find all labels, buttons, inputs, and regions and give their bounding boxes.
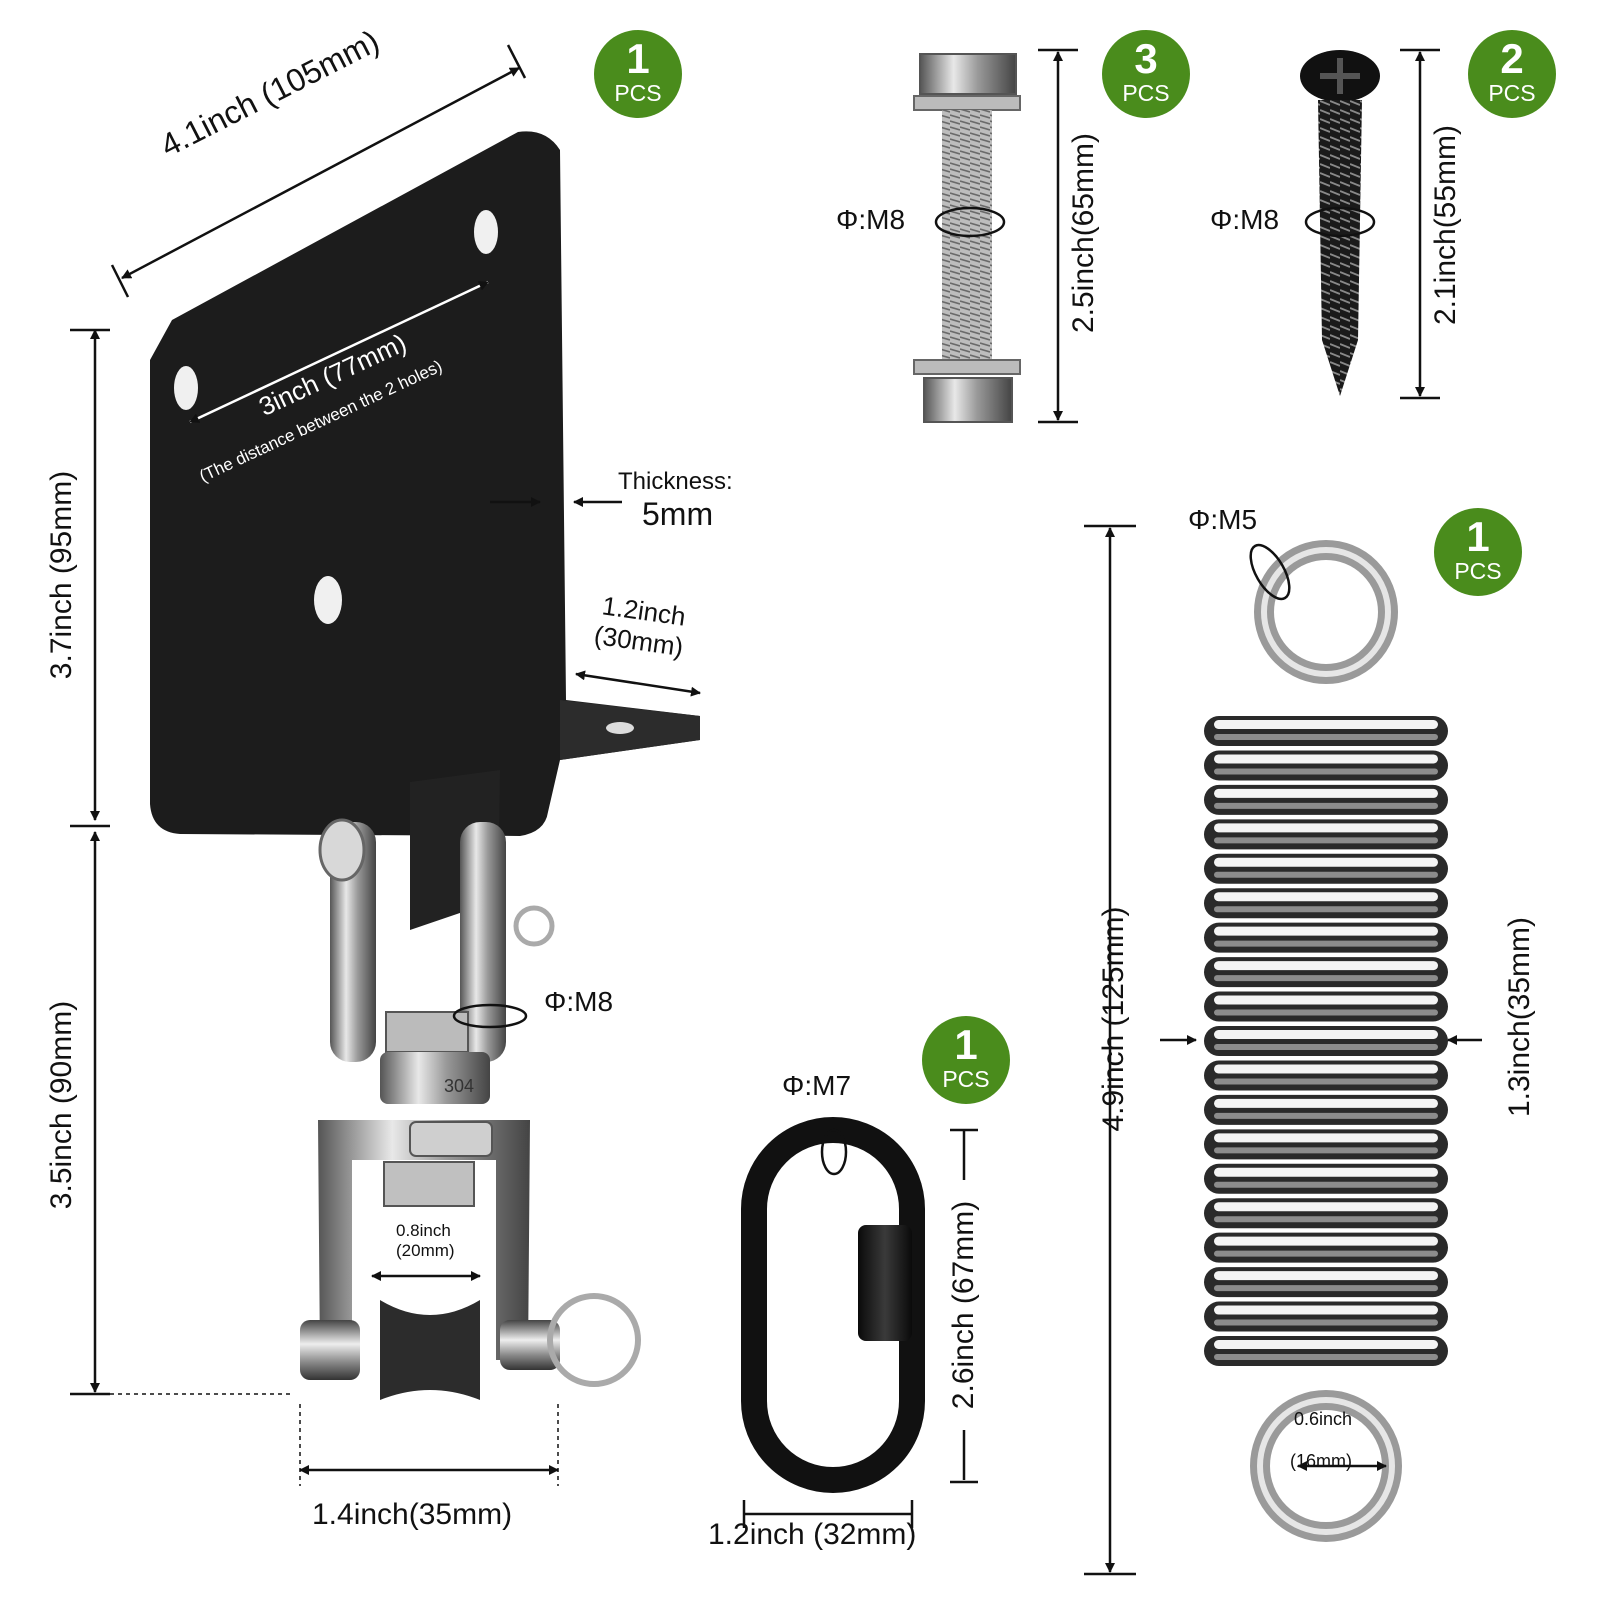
spring-coil-shade bbox=[1214, 1250, 1438, 1257]
lag-screw bbox=[1300, 50, 1380, 396]
badge-count: 1 bbox=[626, 35, 650, 82]
badge-count: 2 bbox=[1500, 35, 1524, 82]
spring-coil-highlight bbox=[1214, 892, 1438, 902]
spring-coil-highlight bbox=[1214, 1133, 1438, 1143]
spring-coil-highlight bbox=[1214, 1202, 1438, 1212]
spring-coil-shade bbox=[1214, 1319, 1438, 1326]
badge-unit: PCS bbox=[1454, 558, 1502, 584]
spring-coil-highlight bbox=[1214, 1030, 1438, 1039]
spring-coil-highlight bbox=[1214, 788, 1438, 798]
spring-wire-label: Φ:M5 bbox=[1188, 504, 1258, 535]
thickness-value: 5mm bbox=[642, 496, 714, 532]
hex-bolt bbox=[913, 53, 1021, 423]
spring-top-eye-highlight bbox=[1261, 547, 1391, 677]
spring-coil-shade bbox=[1214, 1112, 1438, 1119]
spring-coil-shade bbox=[1214, 1078, 1438, 1085]
badge-unit: PCS bbox=[1488, 80, 1536, 106]
dimension-lines bbox=[70, 44, 1482, 1576]
spring-width-label: 1.3inch(35mm) bbox=[1503, 916, 1536, 1118]
spring-coil-highlight bbox=[1214, 1098, 1438, 1108]
spring-length-label: 4.9inch (125mm) bbox=[1097, 906, 1130, 1132]
spring-coil-highlight bbox=[1214, 961, 1438, 971]
spring-coil-shade bbox=[1214, 1285, 1438, 1292]
quantity-badge-screw: 2 PCS bbox=[1468, 30, 1556, 118]
spring-coil-highlight bbox=[1214, 857, 1438, 867]
spring-coil-shade bbox=[1214, 1044, 1438, 1050]
spring-coil-shade bbox=[1214, 1009, 1438, 1016]
bolt-length-label: 2.5inch(65mm) bbox=[1067, 132, 1100, 334]
badge-unit: PCS bbox=[614, 80, 662, 106]
spring-coil-highlight bbox=[1214, 754, 1438, 764]
spring-coil-shade bbox=[1214, 1354, 1438, 1360]
screw-length-label: 2.1inch(55mm) bbox=[1429, 124, 1462, 326]
swivel-width-label: 1.4inch(35mm) bbox=[312, 1498, 513, 1531]
spring-coil-highlight bbox=[1214, 926, 1438, 936]
spring-coil-shade bbox=[1214, 1147, 1438, 1154]
swivel-hook: 304 bbox=[300, 770, 641, 1400]
spring-bottom-eye-highlight bbox=[1257, 1397, 1395, 1535]
spring-coil-highlight bbox=[1214, 1064, 1438, 1074]
spring-coil-shade bbox=[1214, 1216, 1438, 1223]
spring-coil-highlight bbox=[1214, 995, 1438, 1005]
spring-eye-inch: 0.6inch bbox=[1294, 1409, 1353, 1429]
plate-height-label: 3.7inch (95mm) bbox=[45, 470, 78, 680]
bolt-diameter-label: Φ:M8 bbox=[836, 204, 906, 235]
spring-coil-highlight bbox=[1214, 1271, 1438, 1281]
spring-coil-highlight bbox=[1214, 1167, 1438, 1177]
spring-eye-mm: (16mm) bbox=[1290, 1451, 1352, 1471]
extension-spring bbox=[1204, 540, 1448, 1542]
spring-coil-shade bbox=[1214, 768, 1438, 775]
spring-coil-shade bbox=[1214, 1181, 1438, 1188]
quantity-badge-bolt: 3 PCS bbox=[1102, 30, 1190, 118]
spring-coil-highlight bbox=[1214, 1305, 1438, 1315]
spring-coil-highlight bbox=[1214, 823, 1438, 833]
thickness-label: Thickness: bbox=[618, 468, 733, 495]
quantity-badge-spring: 1 PCS bbox=[1434, 508, 1522, 596]
spring-coil-highlight bbox=[1214, 720, 1438, 729]
link-width-label: 1.2inch (32mm) bbox=[708, 1518, 917, 1551]
screw-diameter-label: Φ:M8 bbox=[1210, 204, 1280, 235]
badge-unit: PCS bbox=[1122, 80, 1170, 106]
spring-coil-shade bbox=[1214, 975, 1438, 982]
quick-link bbox=[741, 1117, 925, 1493]
link-height-label: 2.6inch (67mm) bbox=[947, 1200, 980, 1410]
spring-coil-shade bbox=[1214, 837, 1438, 844]
pulley-gap-inch: 0.8inch bbox=[396, 1221, 451, 1240]
link-diameter-label: Φ:M7 bbox=[782, 1070, 852, 1101]
badge-count: 3 bbox=[1134, 35, 1158, 82]
quantity-badge-bracket: 1 PCS bbox=[594, 30, 682, 118]
badge-count: 1 bbox=[954, 1021, 978, 1068]
spring-coil-shade bbox=[1214, 802, 1438, 809]
badge-unit: PCS bbox=[942, 1066, 990, 1092]
swivel-diameter-label: Φ:M8 bbox=[544, 986, 614, 1017]
spring-coil-shade bbox=[1214, 940, 1438, 947]
spring-coil-highlight bbox=[1214, 1236, 1438, 1246]
swivel-height-label: 3.5inch (90mm) bbox=[45, 1000, 78, 1210]
svg-text:304: 304 bbox=[444, 1076, 474, 1096]
spring-coil-shade bbox=[1214, 734, 1438, 740]
spring-coil-shade bbox=[1214, 906, 1438, 913]
pulley-gap-mm: (20mm) bbox=[396, 1241, 455, 1260]
badge-count: 1 bbox=[1466, 513, 1490, 560]
quantity-badge-link: 1 PCS bbox=[922, 1016, 1010, 1104]
spring-coil-highlight bbox=[1214, 1340, 1438, 1349]
spring-coil-shade bbox=[1214, 871, 1438, 878]
